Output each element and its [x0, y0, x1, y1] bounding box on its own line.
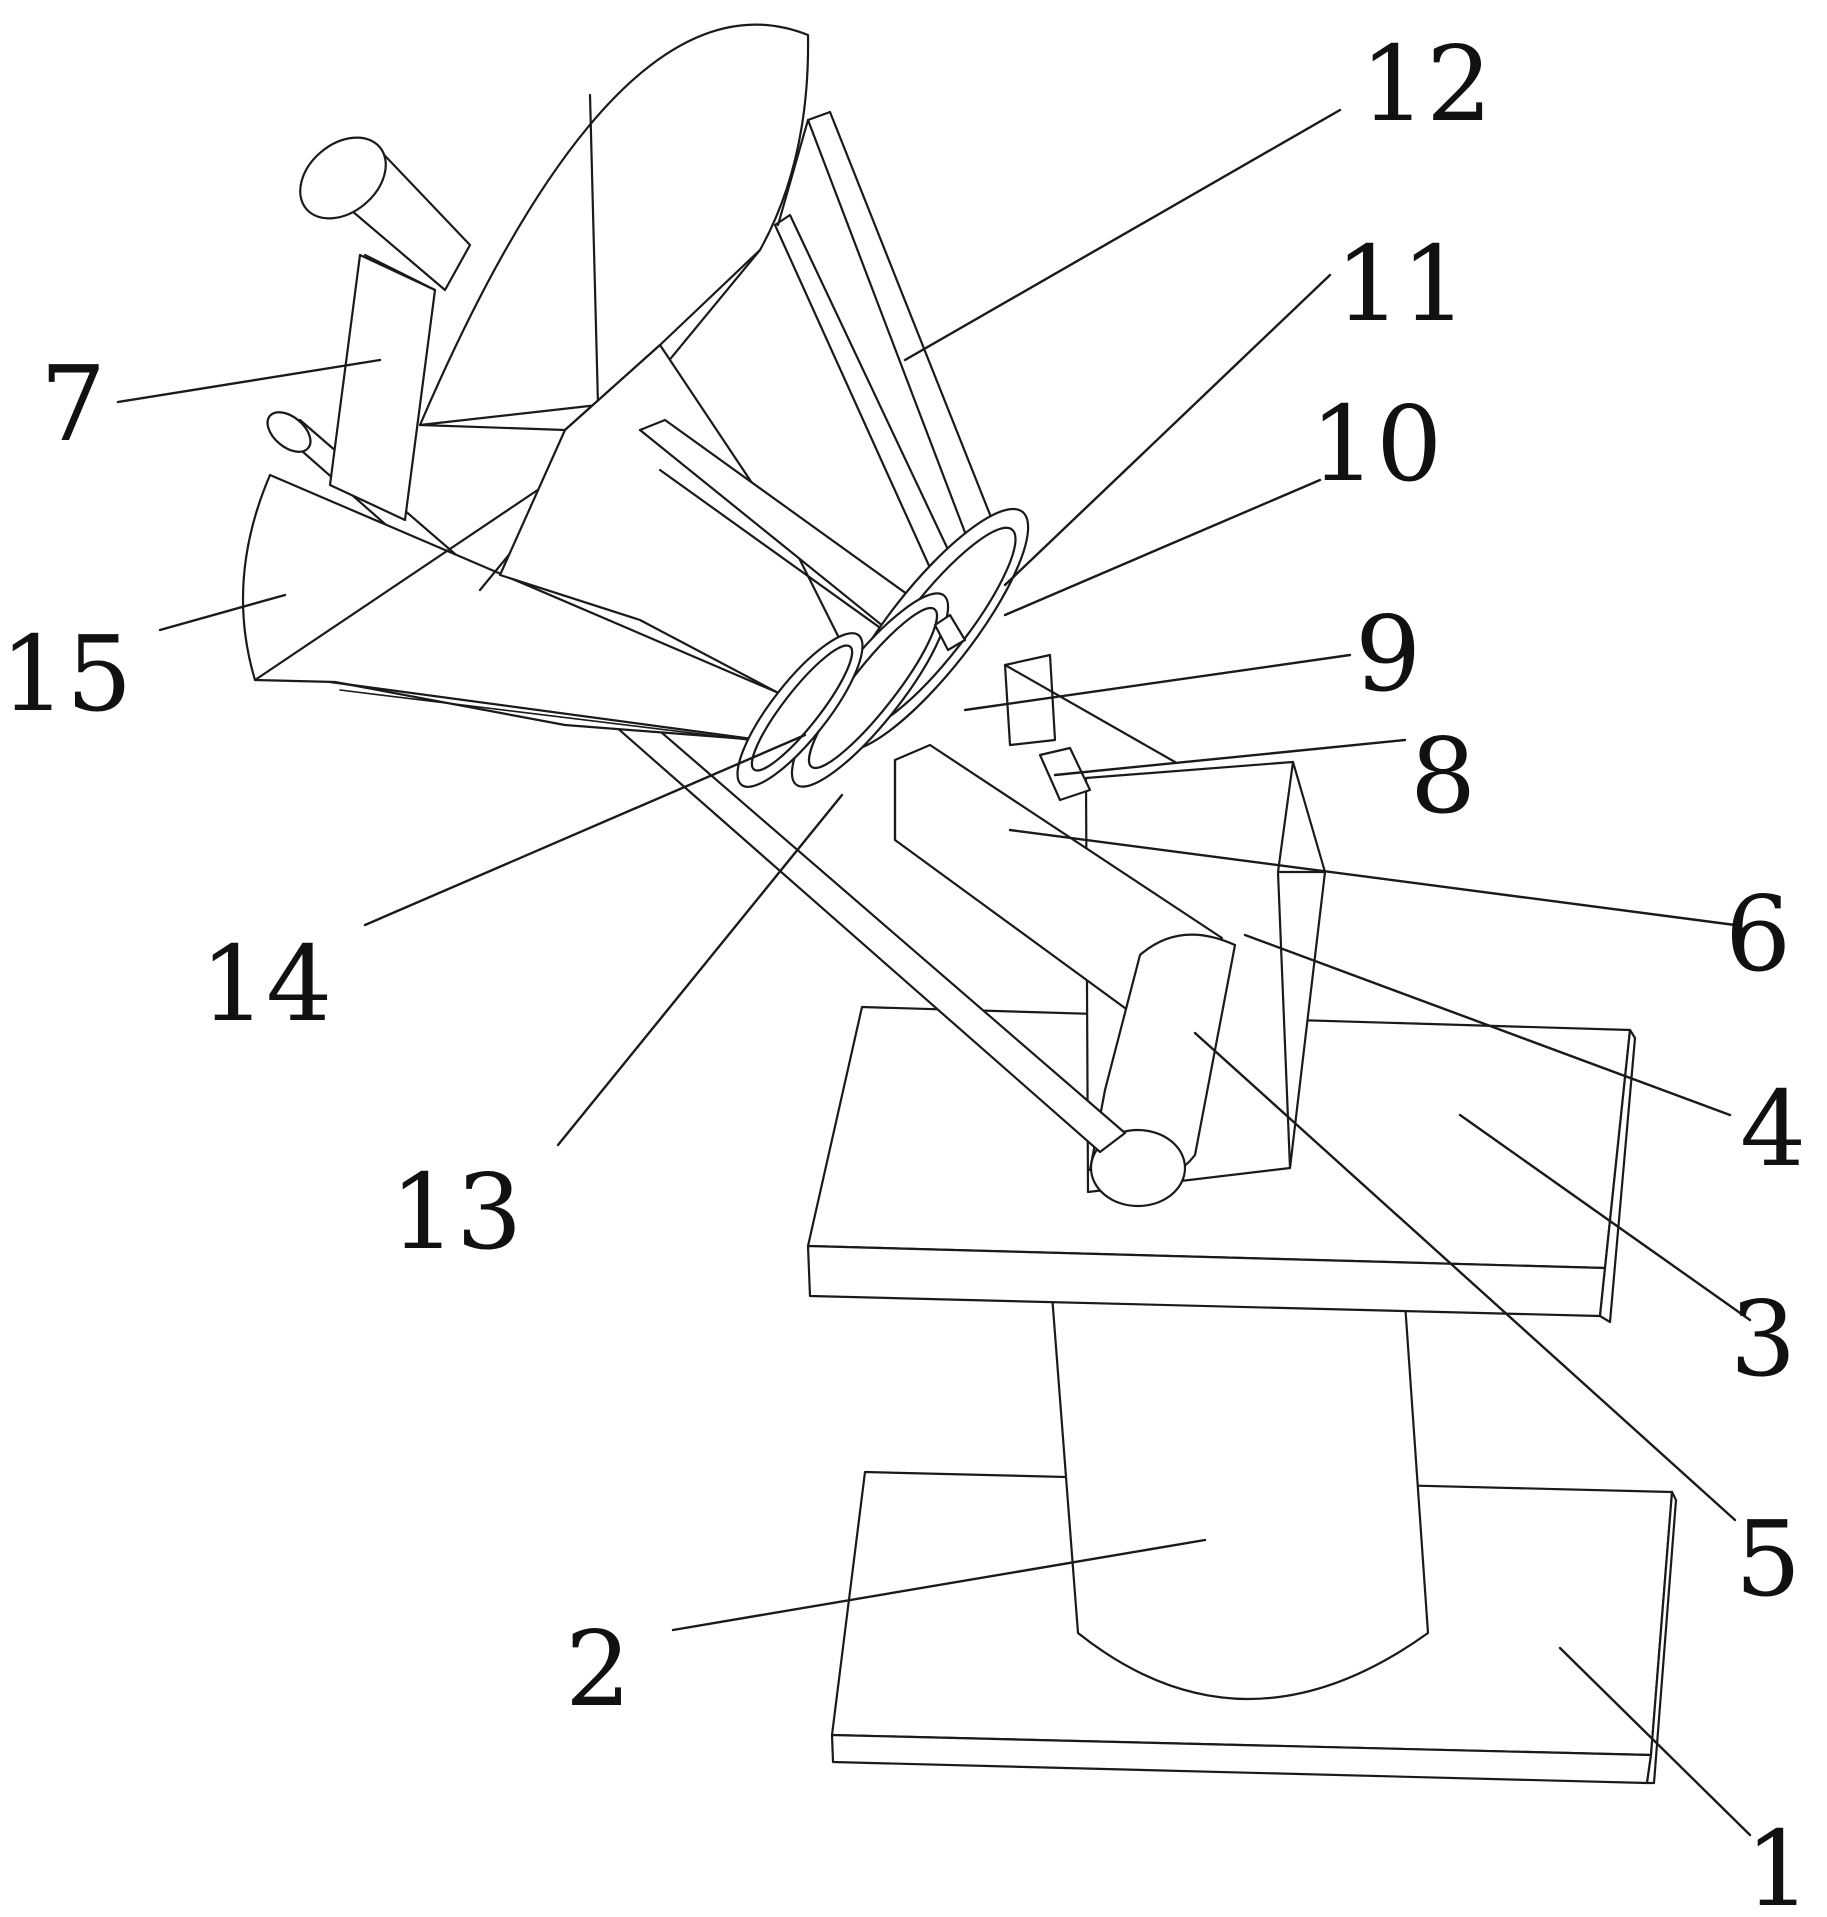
leader-2: [671, 1538, 1207, 1632]
leader-1: [1558, 1646, 1752, 1837]
callout-12: 12: [1360, 23, 1492, 145]
callout-9: 9: [1355, 593, 1421, 715]
callout-6: 6: [1725, 873, 1791, 995]
cylinder-post: [1088, 933, 1237, 1208]
callout-15: 15: [0, 613, 132, 735]
rear-cone: [241, 473, 832, 746]
leader-11: [1003, 273, 1332, 587]
leader-5: [1193, 1031, 1737, 1522]
leader-8: [1053, 738, 1407, 777]
rotating-ring-assembly: [736, 507, 1030, 788]
callout-2: 2: [565, 1608, 631, 1730]
leader-7: [116, 358, 382, 404]
support-column: [1050, 1293, 1430, 1700]
callout-4: 4: [1740, 1068, 1806, 1190]
callout-1: 1: [1745, 1808, 1811, 1917]
leader-4: [1243, 933, 1732, 1117]
leader-10: [1003, 478, 1322, 617]
callout-11: 11: [1335, 223, 1467, 345]
callout-10: 10: [1310, 383, 1442, 505]
callout-13: 13: [390, 1151, 522, 1273]
callout-labels: 1 2 3 4 5 6 7 8 9 10 11 12 13 14 15: [0, 23, 1811, 1917]
side-handle: [299, 136, 472, 522]
leader-9: [963, 653, 1352, 712]
leader-lines: [116, 108, 1752, 1837]
leader-15: [158, 593, 287, 632]
callout-3: 3: [1730, 1278, 1796, 1400]
horn-body: [418, 23, 952, 717]
callout-7: 7: [40, 343, 106, 465]
long-strut: [773, 110, 1012, 592]
callout-5: 5: [1735, 1498, 1801, 1620]
leader-3: [1458, 1113, 1752, 1322]
leader-14: [363, 733, 807, 927]
leader-13: [556, 793, 844, 1147]
leader-6: [1008, 828, 1737, 927]
callout-8: 8: [1410, 715, 1476, 837]
leader-12: [903, 108, 1342, 362]
callout-14: 14: [200, 923, 332, 1045]
